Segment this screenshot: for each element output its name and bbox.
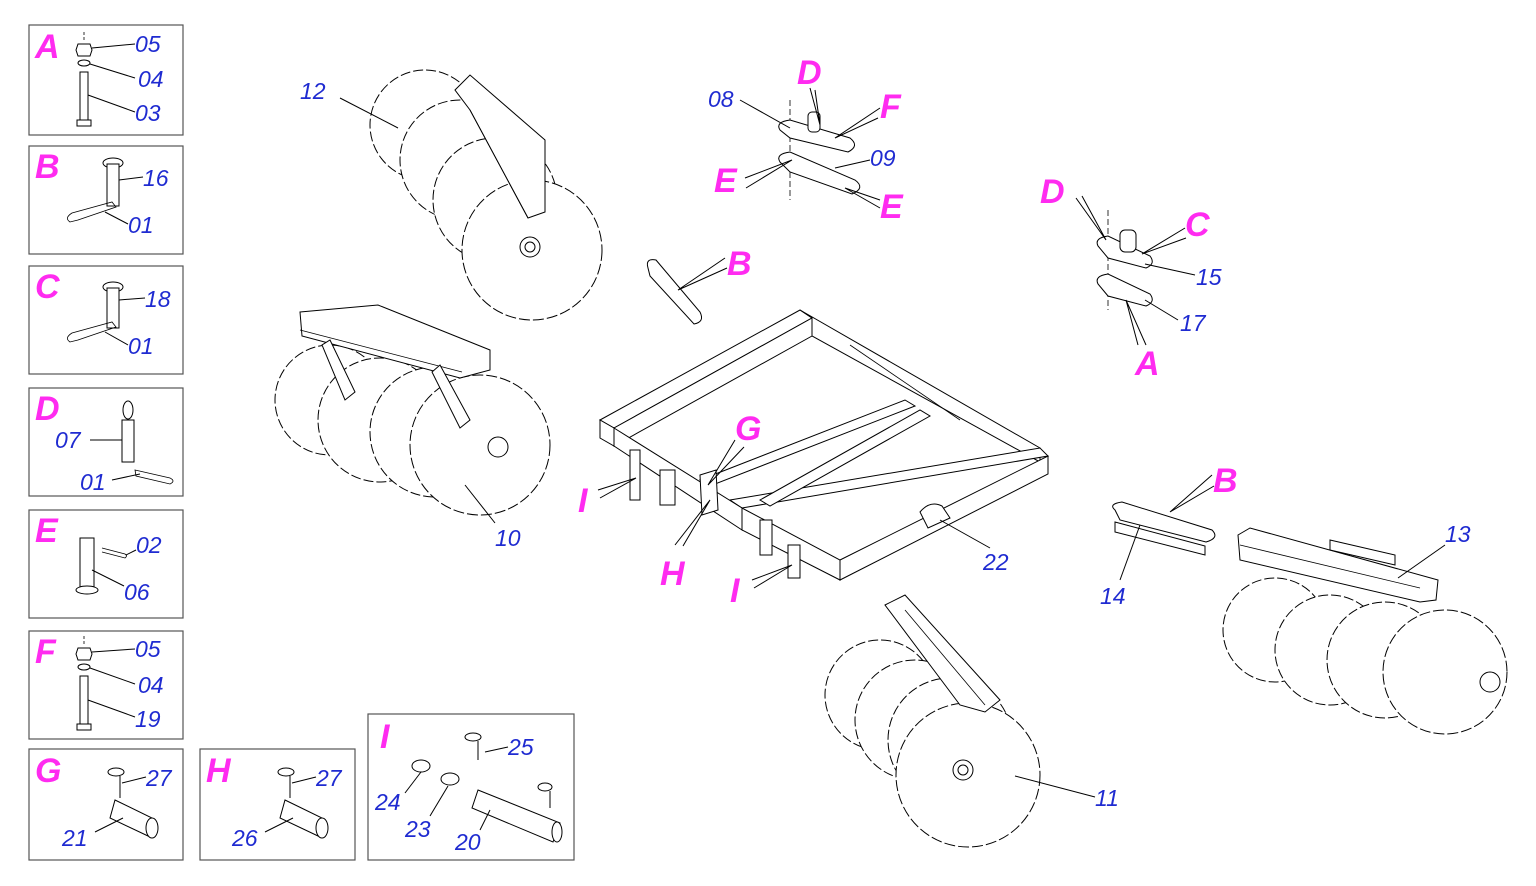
legend-letter-h: H — [206, 752, 232, 790]
legend-letter-d: D — [35, 390, 60, 428]
legend-letter-f: F — [35, 633, 57, 671]
legend-i-label-23: 23 — [404, 816, 431, 842]
legend-box-g: G 27 21 — [28, 748, 184, 861]
disc-gang-12: 12 — [300, 69, 603, 321]
callout-g: G — [735, 410, 761, 448]
legend-f-label-19: 19 — [135, 706, 161, 732]
callout-e-left: E — [714, 162, 738, 200]
label-22: 22 — [982, 549, 1009, 575]
legend-f-label-04: 04 — [138, 672, 164, 698]
label-09: 09 — [870, 145, 896, 171]
legend-letter-c: C — [35, 268, 60, 306]
callout-c-right: C — [1185, 206, 1210, 244]
hitch-plates-08-09: 08 09 D F E E — [708, 54, 904, 226]
label-08: 08 — [708, 86, 734, 112]
callout-h: H — [660, 555, 686, 593]
bracket-14: 14 B — [1100, 462, 1238, 609]
legend-letter-a: A — [34, 28, 60, 66]
main-frame-22: 22 G H I I — [578, 309, 1050, 610]
label-13: 13 — [1445, 521, 1471, 547]
legend-letter-b: B — [35, 148, 60, 186]
legend-i-label-20: 20 — [454, 829, 481, 855]
label-12: 12 — [300, 78, 326, 104]
legend-b-label-01: 01 — [128, 212, 154, 238]
legend-h-label-26: 26 — [231, 825, 258, 851]
disc-gang-10: 10 — [274, 304, 551, 551]
legend-g-label-27: 27 — [145, 765, 173, 791]
legend-h-label-27: 27 — [315, 765, 343, 791]
legend-box-d: D 07 01 — [28, 387, 184, 497]
legend-letter-g: G — [35, 752, 61, 790]
callout-d-top: D — [797, 54, 822, 92]
callout-f-top: F — [880, 88, 902, 126]
callout-e-right: E — [880, 188, 904, 226]
legend-a-label-03: 03 — [135, 100, 161, 126]
legend-c-label-18: 18 — [145, 286, 171, 312]
callout-b-center: B — [727, 245, 752, 283]
label-10: 10 — [495, 525, 521, 551]
callout-d-right: D — [1040, 173, 1065, 211]
label-14: 14 — [1100, 583, 1126, 609]
legend-box-i: I 25 24 23 20 — [367, 713, 575, 861]
legend-d-label-01: 01 — [80, 469, 106, 495]
disc-gang-11: 11 — [824, 594, 1119, 848]
disc-gang-13: 13 — [1222, 521, 1508, 735]
label-15: 15 — [1196, 264, 1222, 290]
callout-b-right: B — [1213, 462, 1238, 500]
legend-letter-i: I — [380, 718, 391, 756]
legend-box-h: H 27 26 — [199, 748, 356, 861]
legend-a-label-05: 05 — [135, 31, 161, 57]
legend-letter-e: E — [35, 512, 59, 550]
legend-box-c: C 18 01 — [28, 265, 184, 375]
legend-d-label-07: 07 — [55, 427, 82, 453]
legend-b-label-16: 16 — [143, 165, 169, 191]
legend-box-e: E 02 06 — [28, 509, 184, 619]
legend-g-label-21: 21 — [61, 825, 88, 851]
label-17: 17 — [1180, 310, 1207, 336]
legend-e-label-06: 06 — [124, 579, 150, 605]
legend-box-f: F 05 04 19 — [28, 630, 184, 740]
label-11: 11 — [1095, 785, 1119, 811]
legend-i-label-25: 25 — [507, 734, 534, 760]
legend-a-label-04: 04 — [138, 66, 164, 92]
legend-box-b: B 16 01 — [28, 145, 184, 255]
callout-a-right: A — [1134, 345, 1160, 383]
bracket-b-center: B — [646, 245, 752, 325]
hitch-plates-15-17: 15 17 D C A — [1040, 173, 1222, 383]
legend-i-label-24: 24 — [374, 789, 401, 815]
legend-e-label-02: 02 — [136, 532, 162, 558]
callout-i-left: I — [578, 482, 589, 520]
legend-box-a: A 05 04 03 — [28, 24, 184, 136]
legend-f-label-05: 05 — [135, 636, 161, 662]
callout-i-bottom: I — [730, 572, 741, 610]
legend-c-label-01: 01 — [128, 333, 154, 359]
